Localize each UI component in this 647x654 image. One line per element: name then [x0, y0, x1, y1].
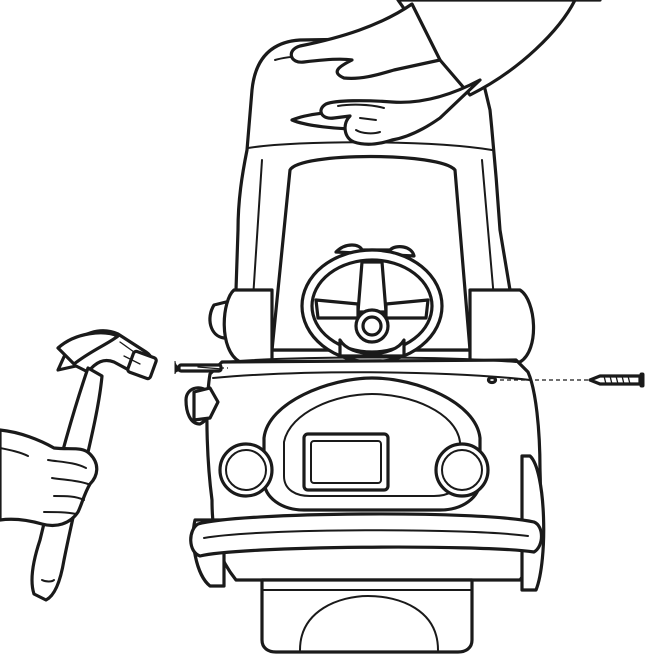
headlight-left	[220, 444, 272, 496]
seat-base	[262, 580, 472, 652]
screw-right	[590, 373, 644, 387]
drill-hole	[489, 378, 496, 383]
headlight-right	[436, 444, 488, 496]
